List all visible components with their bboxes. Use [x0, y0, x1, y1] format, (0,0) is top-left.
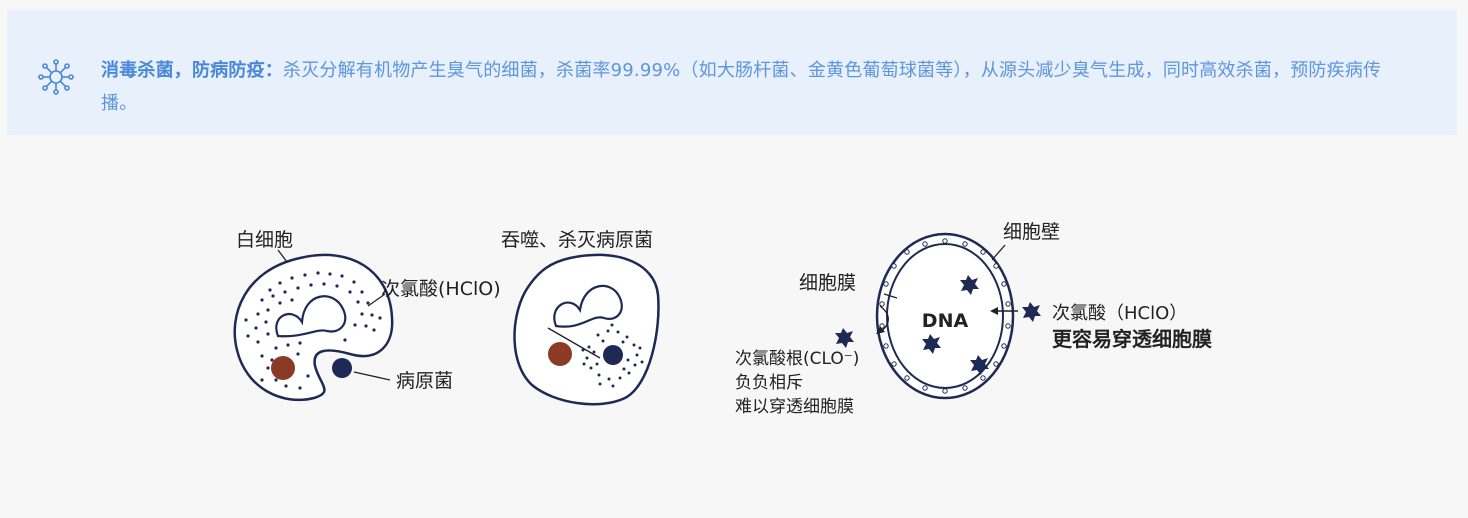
- phagosome-granules: [581, 323, 644, 388]
- clo-molecule-outside: [835, 328, 854, 348]
- hclo-vesicle-middle: [548, 342, 572, 366]
- white-cell-label: 白细胞: [236, 229, 293, 251]
- info-banner: 消毒杀菌，防病防疫：杀灭分解有机物产生臭气的细菌，杀菌率99.99%（如大肠杆菌…: [7, 10, 1457, 135]
- clo-label-line2: 负负相斥: [735, 373, 803, 393]
- hclo-label-left: 次氯酸(HClO): [381, 278, 501, 300]
- pathogen-outside: [332, 358, 352, 378]
- banner-lead: 消毒杀菌，防病防疫：: [101, 60, 283, 81]
- dna-label: DNA: [922, 310, 969, 332]
- banner-body: 杀灭分解有机物产生臭气的细菌，杀菌率99.99%（如大肠杆菌、金黄色葡萄球菌等）…: [101, 60, 1382, 114]
- clo-label-line1: 次氯酸根(CLO⁻): [735, 349, 859, 369]
- hclo-molecule-outside: [1022, 302, 1041, 322]
- pathogen-engulfed: [603, 345, 623, 365]
- engulf-label: 吞噬、杀灭病原菌: [501, 229, 653, 251]
- banner-text: 消毒杀菌，防病防疫：杀灭分解有机物产生臭气的细菌，杀菌率99.99%（如大肠杆菌…: [101, 54, 1411, 120]
- engulfing-cell: [513, 253, 660, 406]
- clo-label-line3: 难以穿透细胞膜: [735, 397, 854, 417]
- pathogen-label: 病原菌: [396, 370, 453, 392]
- cell-wall-label: 细胞壁: [1003, 221, 1060, 243]
- hclo-molecules-inside: [922, 275, 989, 375]
- cell-membrane-label: 细胞膜: [799, 272, 856, 294]
- membrane-pores: [879, 238, 1011, 394]
- hclo-vesicle-left: [271, 356, 295, 380]
- granules: [244, 271, 382, 390]
- hclo-label-right: 次氯酸（HClO）: [1052, 303, 1187, 324]
- bacterium: [835, 232, 1041, 400]
- virus-icon: [38, 59, 74, 95]
- penetrate-label: 更容易穿透细胞膜: [1052, 327, 1212, 351]
- white-blood-cell: [233, 249, 394, 402]
